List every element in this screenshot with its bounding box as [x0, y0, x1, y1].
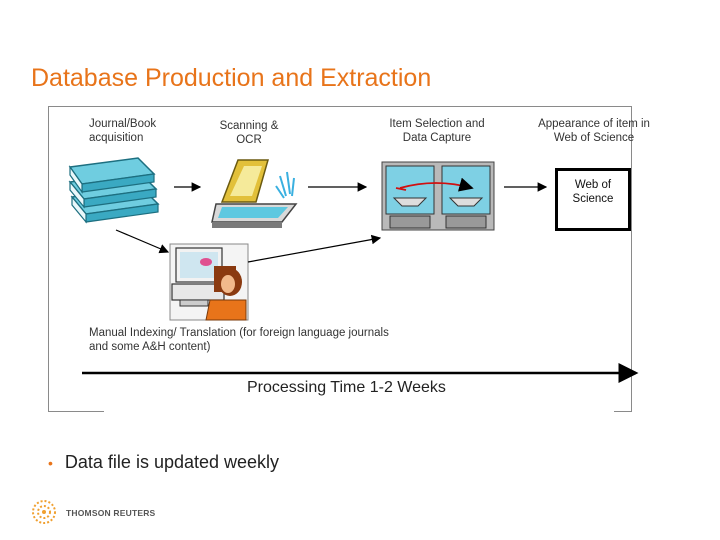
footer-logo-text: THOMSON REUTERS [66, 508, 156, 518]
web-of-science-box: Web of Science [555, 168, 631, 231]
scanner-icon [211, 159, 298, 228]
bullet-item: • Data file is updated weekly [48, 452, 279, 473]
step-appearance-label: Appearance of item in Web of Science [538, 118, 650, 144]
indexer-person-icon [169, 243, 249, 321]
slide-title: Database Production and Extraction [31, 64, 432, 92]
data-capture-computers-icon [381, 161, 495, 231]
bullet-dot-icon: • [48, 455, 53, 471]
processing-time-label: Processing Time 1-2 Weeks [247, 379, 446, 396]
bullet-text: Data file is updated weekly [64, 452, 280, 472]
step-journal-label: Journal/Book acquisition [89, 118, 157, 144]
thomson-reuters-logo-icon [32, 500, 56, 524]
step-selection-label: Item Selection and Data Capture [389, 118, 485, 144]
web-of-science-label: Web of Science [572, 179, 614, 205]
arrow-indexer-to-capture [247, 234, 382, 263]
books-icon [68, 157, 160, 224]
arrow-books-to-indexer [115, 229, 170, 254]
frame-gap [104, 408, 614, 416]
manual-indexing-label: Manual Indexing/ Translation (for foreig… [89, 327, 389, 353]
step-scanning-label: Scanning & OCR [219, 120, 279, 146]
